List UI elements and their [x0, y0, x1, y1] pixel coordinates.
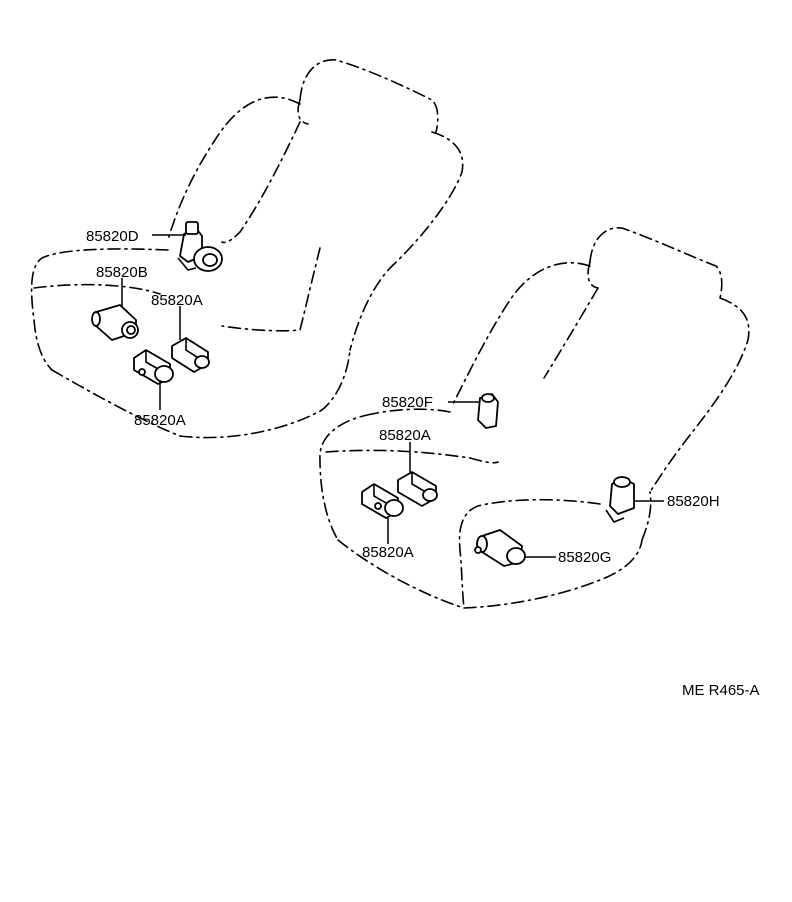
part-85820g: [474, 529, 526, 567]
label-85820h: 85820H: [667, 493, 720, 510]
leader-lines: [121, 234, 664, 558]
part-85820h: [605, 476, 635, 523]
part-85820a-left-lower: [133, 349, 174, 385]
drawing-code: ME R465-A: [682, 682, 760, 699]
label-85820b: 85820B: [96, 264, 148, 281]
left-seat-outline: [30, 59, 464, 439]
label-85820a-right-lower: 85820A: [362, 544, 414, 561]
label-85820a-right-upper: 85820A: [379, 427, 431, 444]
label-85820g: 85820G: [558, 549, 611, 566]
right-seat-outline: [319, 227, 750, 609]
label-85820f: 85820F: [382, 394, 433, 411]
label-85820a-left-upper: 85820A: [151, 292, 203, 309]
part-85820d: [177, 221, 223, 272]
part-85820f: [477, 393, 499, 429]
part-85820a-right-lower: [361, 483, 404, 519]
part-85820a-right-upper: [397, 471, 438, 507]
part-85820b: [91, 304, 139, 341]
label-85820d: 85820D: [86, 228, 139, 245]
part-85820a-left-upper: [171, 337, 210, 373]
label-85820a-left-lower: 85820A: [134, 412, 186, 429]
